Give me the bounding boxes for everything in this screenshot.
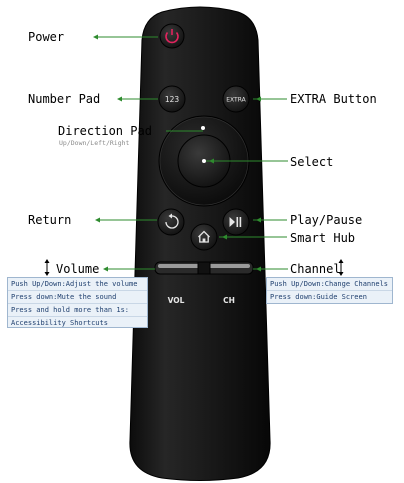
volume-info-box: Push Up/Down:Adjust the volume Press dow…: [7, 277, 148, 328]
number-pad-button[interactable]: 123: [158, 85, 186, 113]
volume-info-row: Press and hold more than 1s:: [8, 304, 147, 317]
extra-button[interactable]: EXTRA: [222, 85, 250, 113]
extra-button-label-text: EXTRA Button: [290, 92, 377, 106]
volume-info-row: Accessibility Shortcuts: [11, 319, 108, 327]
up-down-arrow-icon: [44, 259, 50, 276]
channel-label: Channel: [290, 262, 341, 276]
volume-label: Volume: [56, 262, 100, 276]
vol-label: VOL: [168, 296, 185, 305]
channel-info-box: Push Up/Down:Change Channels Press down:…: [266, 277, 393, 304]
ch-label: CH: [223, 296, 235, 305]
select-dot: [202, 159, 206, 163]
number-pad-button-label: 123: [165, 95, 180, 104]
home-icon: [198, 230, 210, 243]
volume-info-row: Push Up/Down:Adjust the volume: [8, 278, 147, 291]
direction-pad-dot: [201, 126, 205, 130]
power-icon: [165, 29, 179, 44]
extra-button-label: EXTRA: [226, 97, 246, 104]
smart-hub-button[interactable]: [190, 223, 218, 251]
play-pause-icon: [229, 217, 242, 227]
pointer-arrow-heads: [93, 34, 261, 272]
return-button[interactable]: [157, 208, 185, 236]
power-label: Power: [28, 30, 65, 44]
play-pause-label: Play/Pause: [290, 213, 363, 227]
volume-channel-rocker[interactable]: [154, 261, 254, 275]
volume-info-row: Press down:Mute the sound: [8, 291, 147, 304]
play-pause-button[interactable]: [222, 208, 250, 236]
up-down-arrow-icon: [338, 259, 344, 276]
power-button[interactable]: [159, 23, 185, 49]
channel-info-row: Push Up/Down:Change Channels: [267, 278, 392, 291]
select-label: Select: [290, 155, 334, 169]
number-pad-label: Number Pad: [28, 92, 101, 106]
direction-pad-label: Direction Pad: [58, 124, 152, 138]
smart-hub-label: Smart Hub: [290, 231, 356, 245]
return-label: Return: [28, 213, 72, 227]
return-icon: [165, 213, 179, 229]
direction-pad-sublabel: Up/Down/Left/Right: [59, 139, 130, 147]
channel-info-row: Press down:Guide Screen: [270, 293, 367, 301]
